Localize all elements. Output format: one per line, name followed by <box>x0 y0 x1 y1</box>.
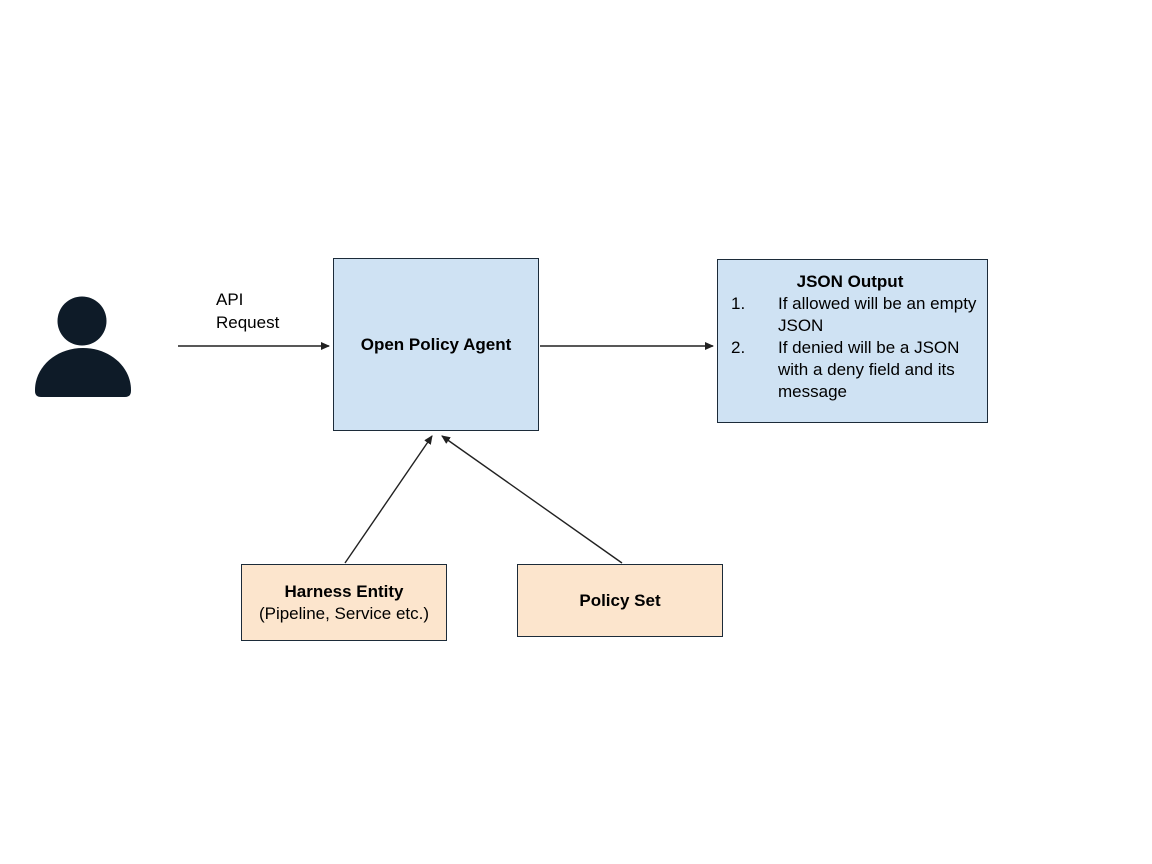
harness-entity-subtitle: (Pipeline, Service etc.) <box>258 603 430 623</box>
policy-set-label: Policy Set <box>579 590 661 610</box>
harness-entity-box: Harness Entity (Pipeline, Service etc.) <box>241 564 447 641</box>
json-output-list: 1. If allowed will be an empty JSON 2. I… <box>731 293 979 403</box>
json-output-title: JSON Output <box>796 272 904 291</box>
policy-set-box: Policy Set <box>517 564 723 637</box>
open-policy-agent-label: Open Policy Agent <box>360 334 512 354</box>
json-output-box: JSON Output 1. If allowed will be an emp… <box>717 259 988 423</box>
api-request-label: API Request <box>216 290 280 332</box>
harness-entity-title: Harness Entity <box>284 581 404 601</box>
policyset-to-opa-arrow <box>441 435 623 564</box>
json-output-item: 1. If allowed will be an empty JSON <box>731 293 979 337</box>
harness-to-opa-arrow <box>344 435 433 564</box>
open-policy-agent-box: Open Policy Agent <box>333 258 539 431</box>
item-number: 2. <box>731 338 746 357</box>
json-output-item: 2. If denied will be a JSON with a deny … <box>731 337 979 403</box>
item-text: If allowed will be an empty JSON <box>778 294 977 335</box>
item-text: If denied will be a JSON with a deny fie… <box>778 338 960 401</box>
person-icon <box>33 296 133 398</box>
item-number: 1. <box>731 294 746 313</box>
